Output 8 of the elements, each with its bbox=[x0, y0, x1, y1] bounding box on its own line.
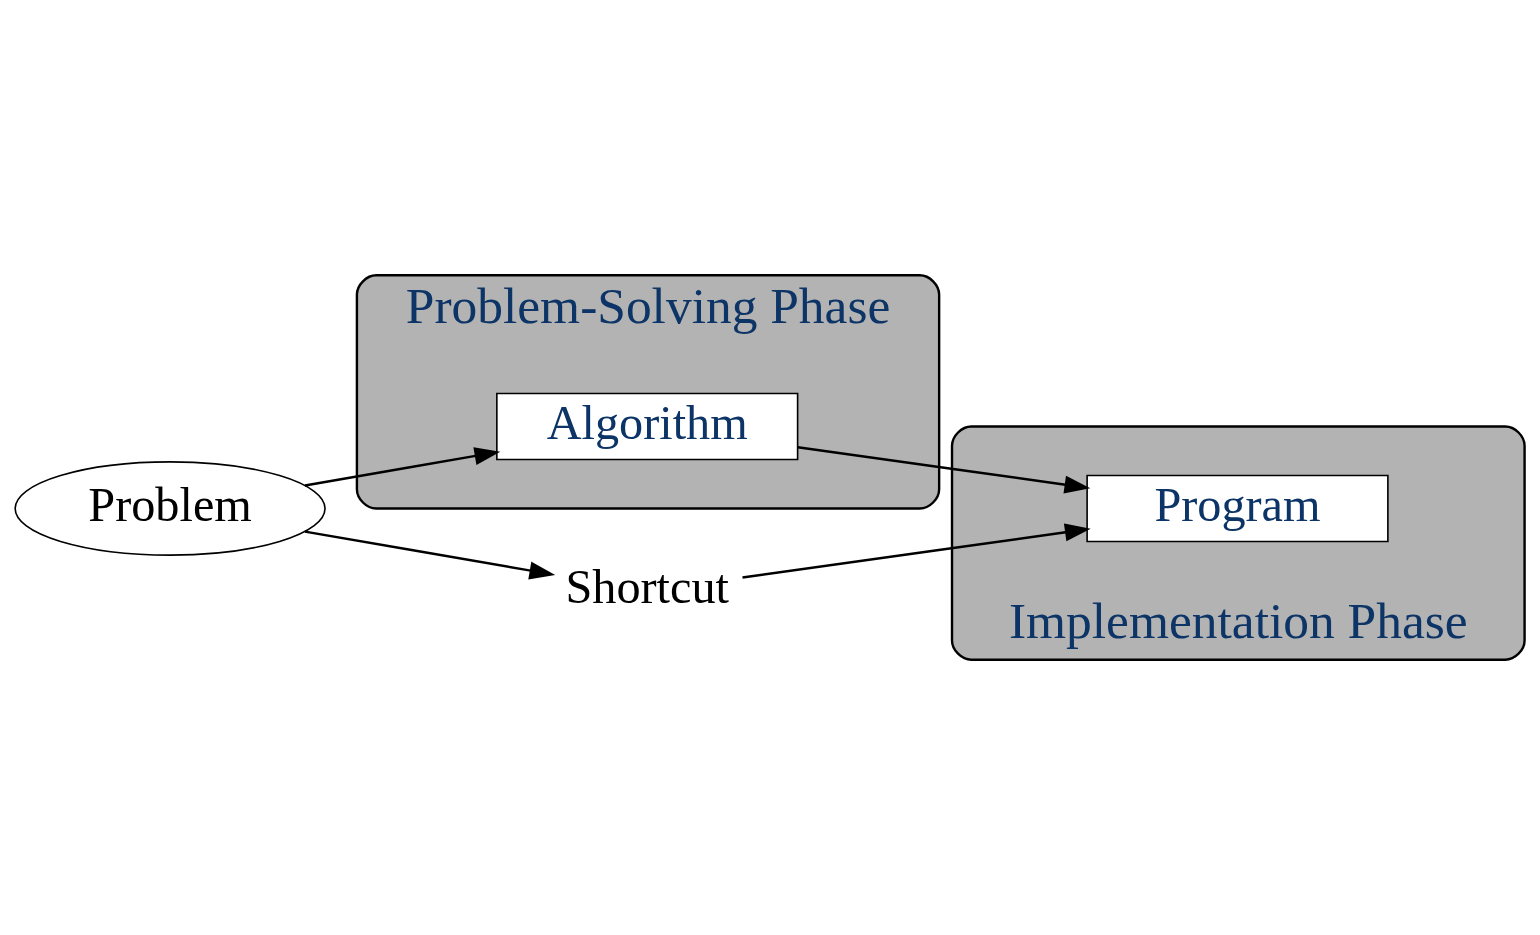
node-box: Program bbox=[1086, 474, 1389, 543]
node-box: Algorithm bbox=[496, 392, 799, 461]
arrow bbox=[797, 446, 1091, 494]
node-text: Shortcut bbox=[565, 559, 729, 613]
arrow bbox=[742, 523, 1091, 579]
arrow bbox=[304, 447, 501, 487]
arrow bbox=[304, 530, 556, 580]
node-ellipse: Problem bbox=[14, 461, 326, 556]
